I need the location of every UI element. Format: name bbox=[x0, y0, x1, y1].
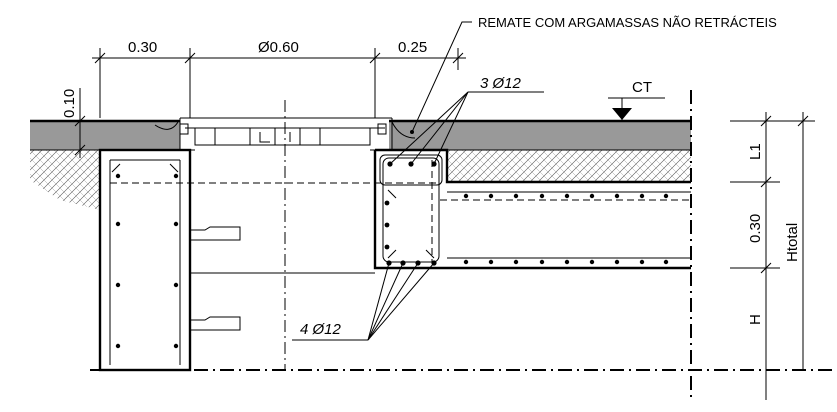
top-bars-label: 3 Ø12 bbox=[480, 75, 522, 92]
bottom-bars-leader bbox=[292, 262, 435, 341]
beam bbox=[440, 191, 691, 259]
bottom-bars-label: 4 Ø12 bbox=[300, 321, 342, 338]
ct-level-marker bbox=[608, 97, 665, 120]
right-dimension-lines bbox=[730, 112, 815, 400]
ladder-steps bbox=[190, 226, 241, 331]
top-bars-leader bbox=[389, 91, 544, 165]
soil-hatch bbox=[30, 150, 691, 210]
dim-htotal: Htotal bbox=[784, 223, 801, 262]
pavement-dimension-line bbox=[66, 88, 100, 158]
dim-diameter: Ø0.60 bbox=[258, 39, 299, 56]
manhole-cover bbox=[160, 117, 393, 151]
pavement-slab bbox=[30, 119, 691, 151]
finish-note-leader bbox=[410, 21, 472, 134]
ct-label: CT bbox=[632, 79, 652, 96]
axis-lines bbox=[90, 90, 837, 400]
finish-note: REMATE COM ARGAMASSAS NÃO RETRÁCTEIS bbox=[478, 15, 777, 30]
dim-left-width: 0.30 bbox=[128, 39, 157, 56]
dim-right-width: 0.25 bbox=[398, 39, 427, 56]
dim-h: H bbox=[747, 314, 764, 325]
top-dimension-line bbox=[92, 48, 466, 118]
dim-beam-height: 0.30 bbox=[747, 214, 764, 243]
dim-pavement-thickness: 0.10 bbox=[61, 89, 78, 118]
dim-l1: L1 bbox=[747, 143, 764, 160]
manhole-interior bbox=[110, 100, 440, 370]
